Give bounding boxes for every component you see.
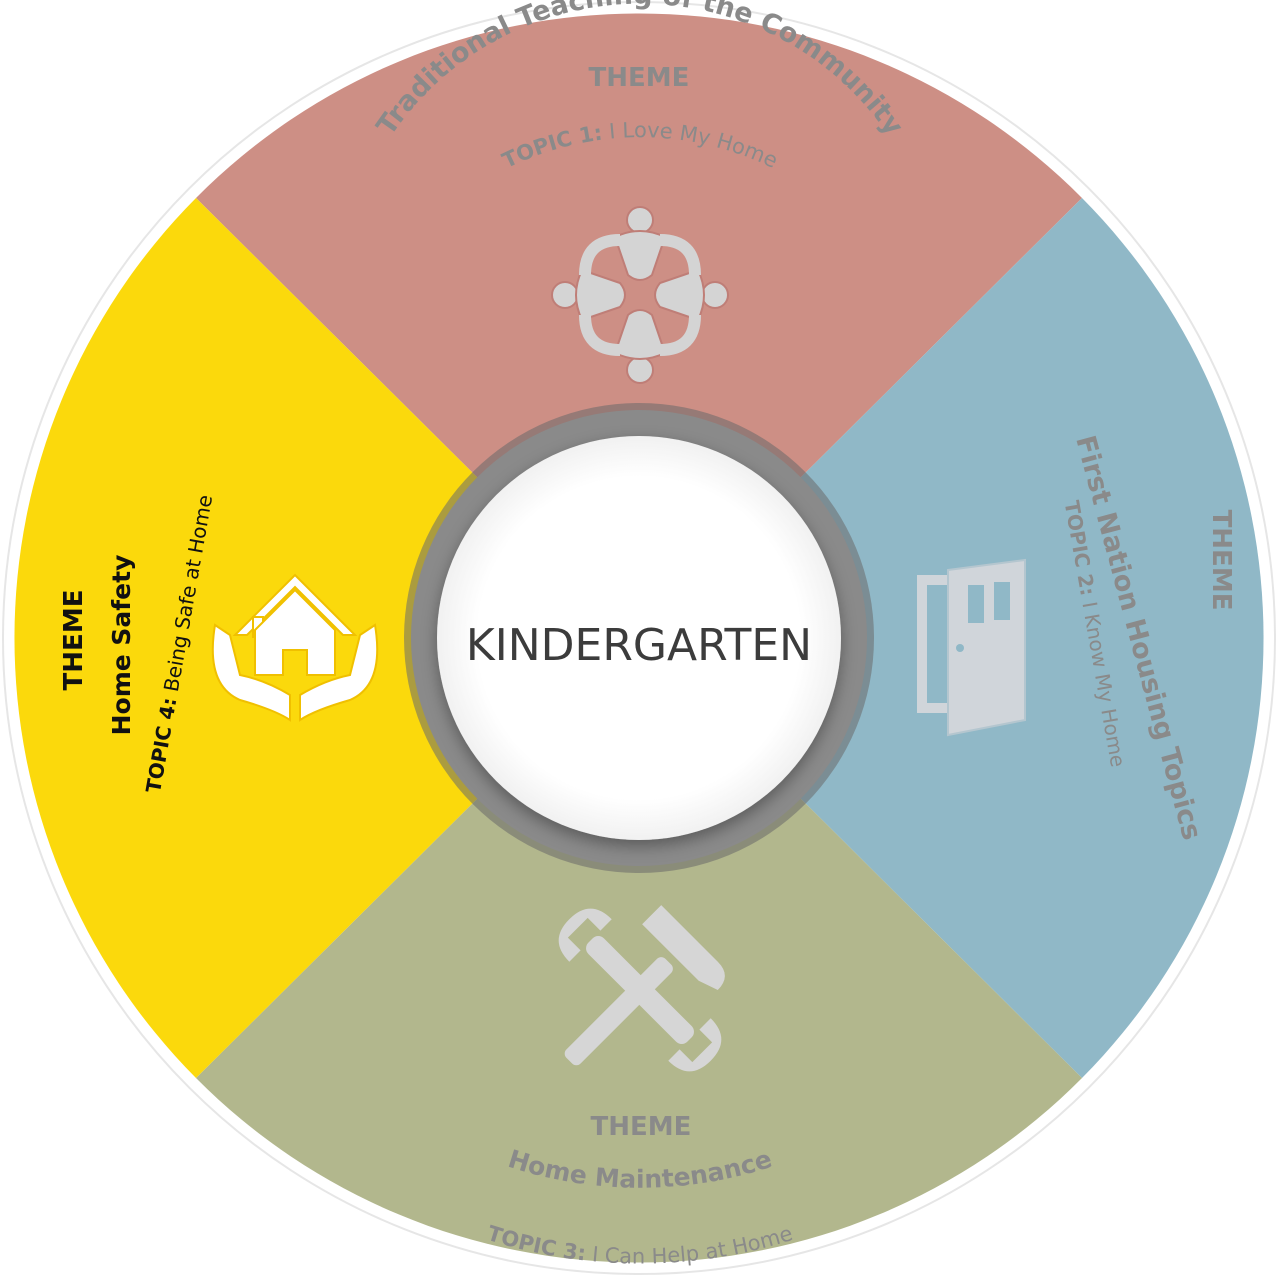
center-label: KINDERGARTEN [466, 620, 812, 671]
hammer-wrench-icon [558, 905, 725, 1072]
left-theme-name: Home Safety [107, 555, 136, 736]
left-theme-label: THEME [59, 590, 89, 691]
center-circle[interactable] [437, 436, 841, 840]
house-in-hands-icon [211, 573, 379, 722]
bottom-theme-label: THEME [591, 1112, 692, 1142]
top-theme-label: THEME [589, 63, 690, 93]
right-theme-label: THEME [1206, 510, 1236, 611]
left-theme-label-group: THEME [59, 590, 89, 691]
right-theme-label-group: THEME [1206, 510, 1236, 611]
left-theme-name-group: Home Safety [107, 555, 136, 736]
segment-bottom[interactable] [196, 638, 1082, 1263]
open-door-icon [917, 558, 1026, 737]
community-circle-icon [551, 206, 729, 384]
